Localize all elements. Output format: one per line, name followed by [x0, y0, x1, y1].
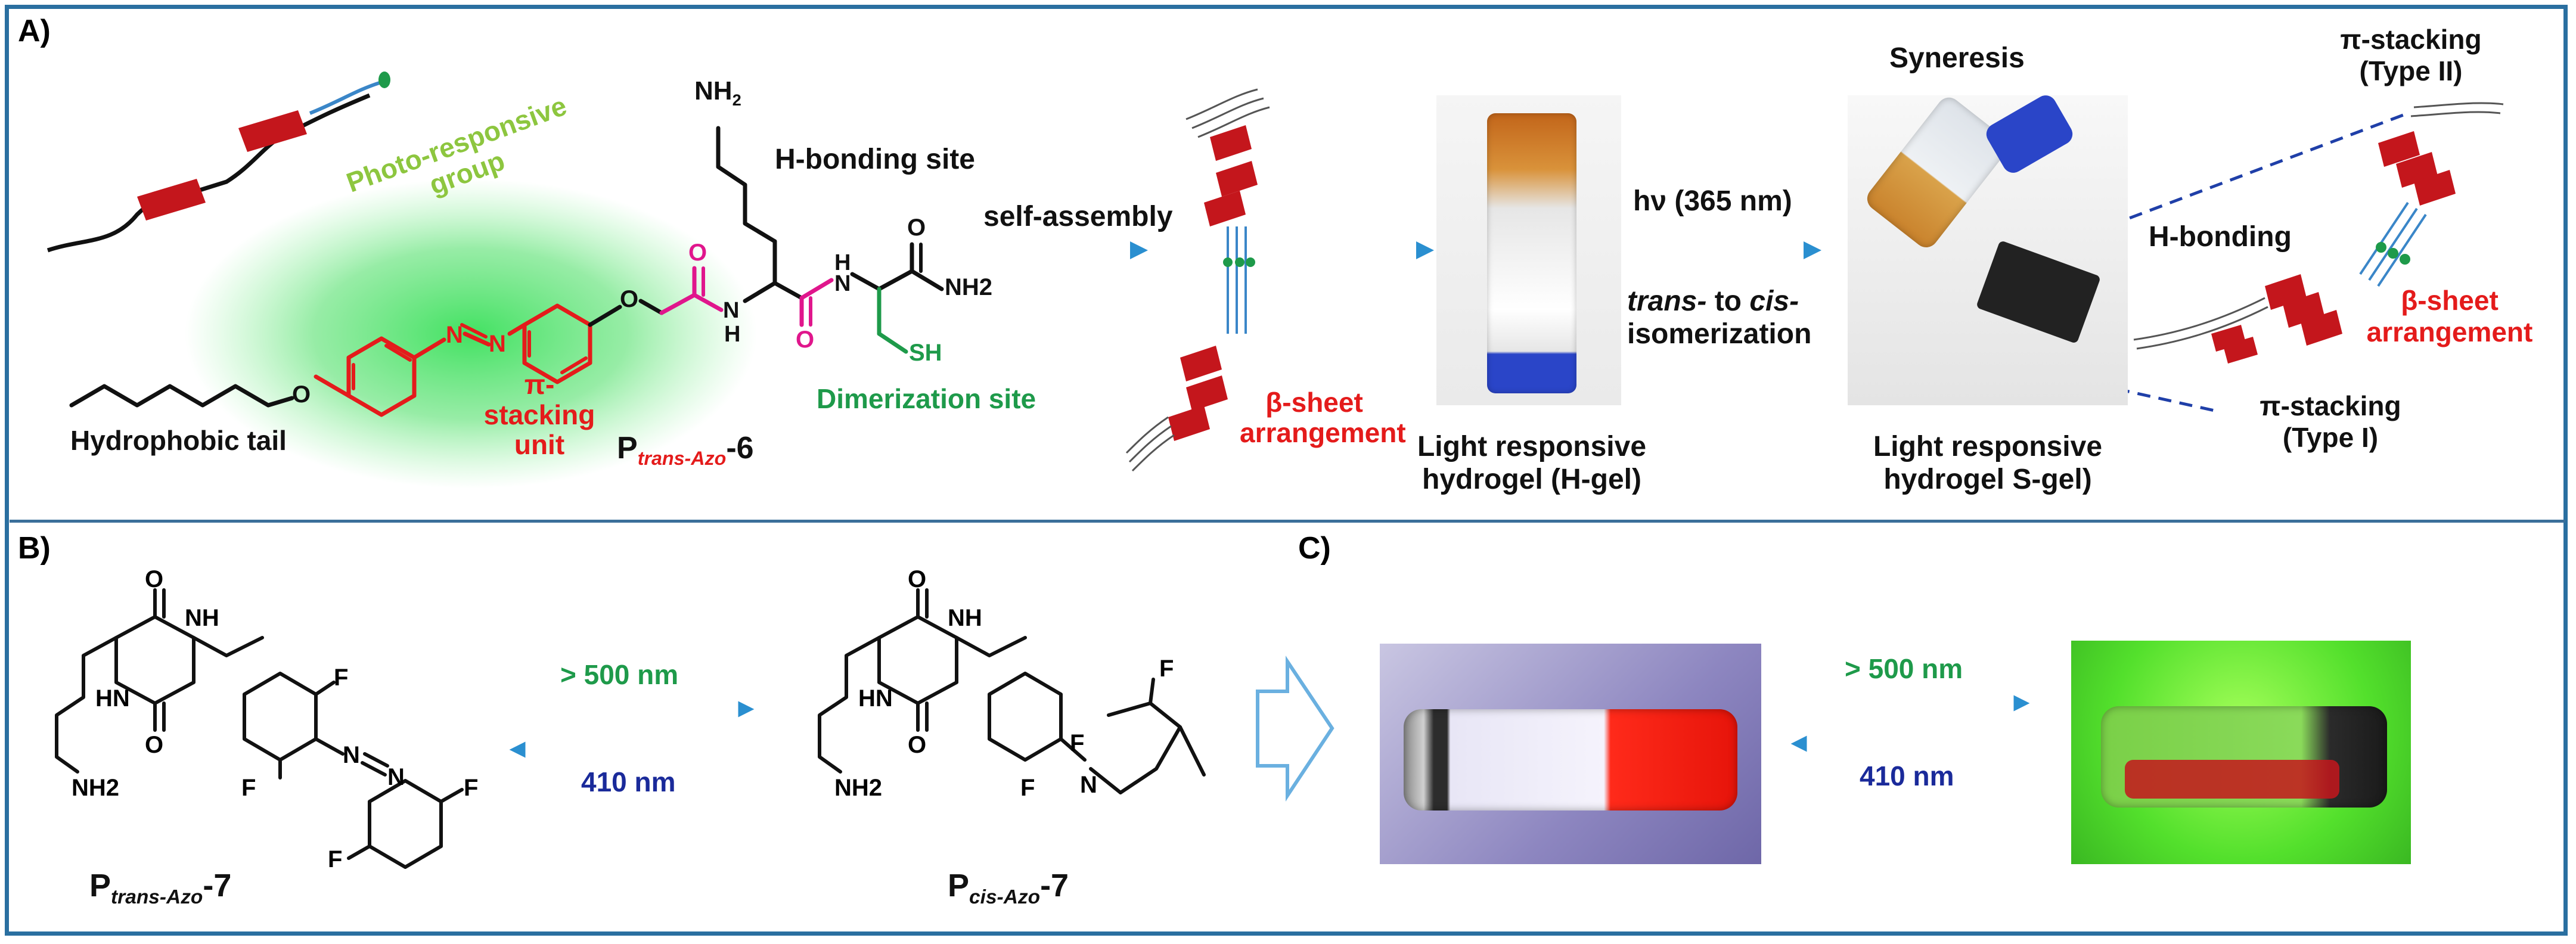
iso-to: to [1706, 285, 1750, 317]
b-cis-atom-n: N [1080, 772, 1097, 798]
atom-o-cys: O [907, 215, 926, 241]
vial-c-left [1404, 709, 1737, 811]
b-forward-label: > 500 nm [560, 659, 679, 690]
b-atom-nh: NH [185, 605, 219, 631]
atom-o-ether: O [620, 286, 639, 312]
hgel-label: Light responsive hydrogel (H-gel) [1417, 431, 1647, 496]
panel-a-label: A) [18, 14, 51, 48]
self-assembly-label: self-assembly [983, 201, 1173, 232]
beta-sheet-label: β-sheet arrangement [1240, 387, 1406, 448]
b-atom-n1: N [343, 742, 360, 768]
compound-7-cis-label: Pcis-Azo-7 [948, 867, 1069, 908]
molecule-7-cis [818, 588, 1206, 794]
b-cis-atom-f3: F [1020, 775, 1035, 801]
atom-n-azo2: N [489, 331, 506, 357]
sgel-photo [1848, 95, 2128, 405]
dimerization-site-label: Dimerization site [817, 383, 1036, 414]
hydrophobic-tail-label: Hydrophobic tail [70, 425, 287, 456]
c7t-num: -7 [203, 868, 232, 903]
b-atom-nh2: NH2 [72, 775, 120, 801]
iso-cis: cis- [1749, 285, 1799, 317]
b-atom-f2: F [241, 775, 256, 801]
compound-6-label: Ptrans-Azo-6 [617, 430, 754, 470]
c7c-num: -7 [1040, 868, 1069, 903]
vial-hgel [1487, 113, 1576, 393]
pi-stacking-type2-label: π-stacking (Type II) [2340, 24, 2482, 86]
b-atom-n2: N [387, 764, 405, 790]
atom-o-gly: O [688, 240, 707, 266]
atom-h-cys: H [834, 250, 851, 275]
panel-b-label: B) [18, 531, 51, 566]
b-atom-o-top: O [145, 566, 164, 592]
syneresis-label: Syneresis [1889, 42, 2025, 74]
c7c-p: P [948, 868, 970, 903]
b-to-c-arrow [1256, 656, 1334, 802]
panel-divider [10, 520, 2565, 523]
red-gel-c [2125, 760, 2339, 799]
hbonding-site-label: H-bonding site [775, 144, 975, 175]
hgel-photo [1436, 95, 1621, 405]
compound-6-sub: trans-Azo [637, 448, 727, 470]
atom-n-lys: N [723, 298, 740, 323]
beta-sheet-cartoon [1125, 88, 1270, 472]
compound-6-num: -6 [726, 431, 754, 465]
b-cis-atom-hn: HN [858, 685, 893, 712]
vial-sgel [1862, 95, 2013, 253]
atom-o-tail: O [292, 381, 311, 408]
molecule-7-trans [55, 588, 464, 869]
c7c-sub: cis-Azo [969, 886, 1041, 908]
b-cis-atom-o-top: O [908, 566, 927, 592]
photo-glow [185, 179, 757, 489]
amine-label: NH2 [694, 76, 741, 109]
b-reverse-label: 410 nm [581, 766, 676, 797]
compound-7-trans-label: Ptrans-Azo-7 [89, 867, 232, 908]
right-beta-sheet-cartoon [2133, 102, 2504, 364]
atom-o-lys: O [796, 327, 815, 353]
c7t-p: P [89, 868, 111, 903]
vial-c-right-photo [2071, 641, 2411, 864]
beta-sheet-right-label: β-sheet arrangement [2366, 285, 2533, 347]
b-atom-o-bottom: O [145, 732, 164, 758]
molecule-6 [69, 126, 944, 417]
b-atom-f4: F [328, 846, 343, 872]
b-cis-atom-o-bottom: O [908, 732, 927, 758]
compound-6-p: P [617, 431, 638, 465]
b-atom-hn: HN [95, 685, 130, 712]
b-cis-atom-nh: NH [948, 605, 982, 631]
pi-stacking-unit-label: π-stacking unit [483, 369, 595, 461]
pi-stacking-type1-label: π-stacking (Type I) [2260, 390, 2401, 453]
b-cis-atom-f2: F [1159, 656, 1174, 682]
atom-h-lys: H [724, 322, 741, 347]
c-reverse-label: 410 nm [1860, 760, 1954, 791]
b-atom-f3: F [464, 775, 479, 801]
amine-nh: NH [694, 76, 733, 105]
b-atom-f1: F [334, 664, 349, 691]
iso-word: isomerization [1627, 318, 1812, 350]
b-cis-atom-f1: F [1070, 730, 1085, 756]
atom-nh2-cys: NH2 [945, 274, 993, 300]
figure-frame [5, 5, 2568, 936]
atom-n-cys: N [834, 271, 851, 296]
iso-trans: trans- [1627, 285, 1707, 317]
c7t-sub: trans-Azo [111, 886, 203, 908]
atom-n-azo1: N [446, 322, 463, 348]
panel-c-label: C) [1298, 531, 1331, 566]
amine-sub: 2 [732, 90, 741, 109]
hv-label: hν (365 nm) [1633, 185, 1792, 217]
clip [1975, 240, 2102, 344]
b-cis-atom-nh2: NH2 [834, 775, 883, 801]
peptide-cartoon [46, 72, 390, 253]
hbonding-label: H-bonding [2149, 221, 2292, 253]
vial-c-left-photo [1380, 644, 1761, 864]
atom-sh: SH [909, 340, 942, 366]
sgel-label: Light responsive hydrogel S-gel) [1873, 431, 2103, 496]
c-forward-label: > 500 nm [1845, 653, 1963, 684]
isomerization-label: trans- to cis- isomerization [1627, 285, 1811, 350]
